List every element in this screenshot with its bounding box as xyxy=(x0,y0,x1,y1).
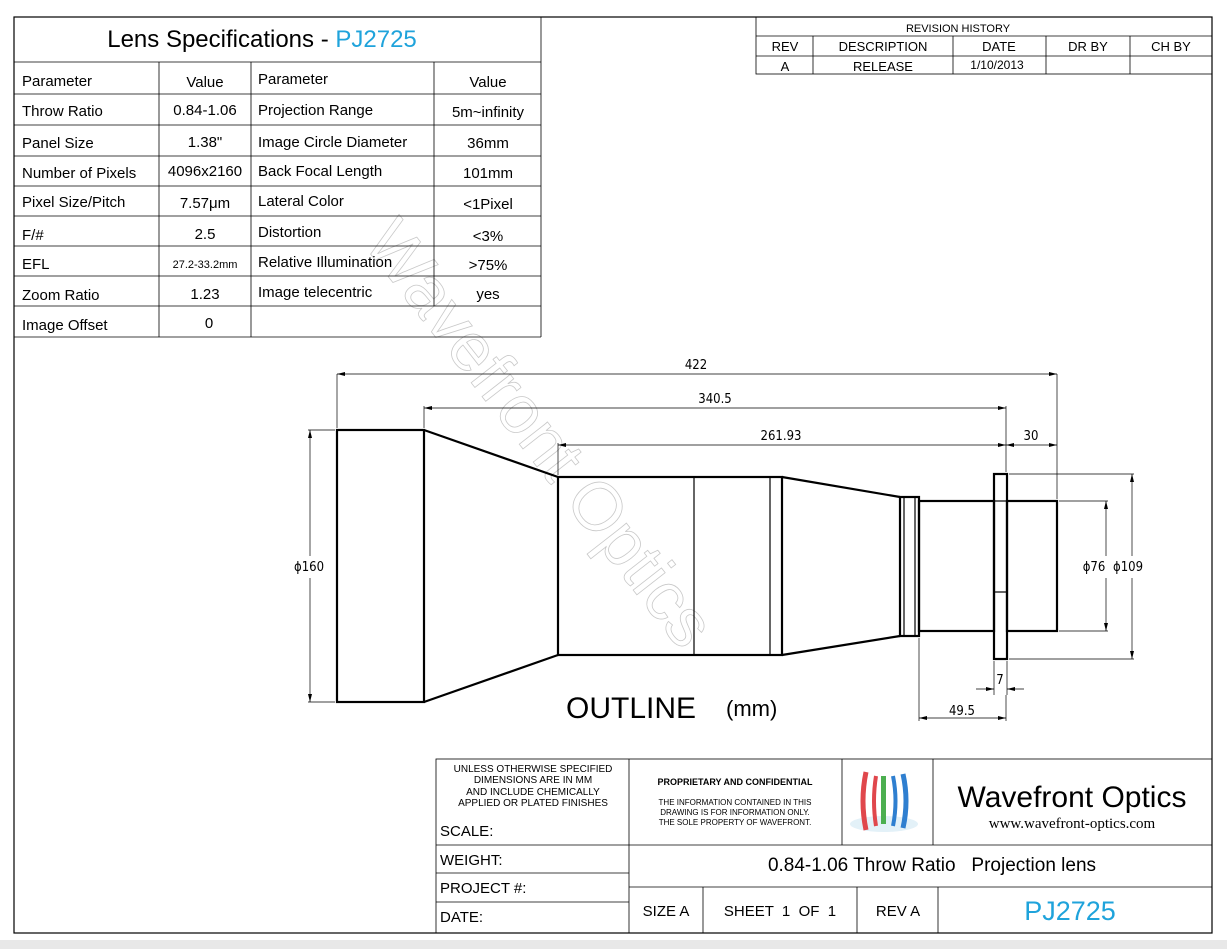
spec-row-value-a: 7.57μm xyxy=(180,195,230,212)
spec-row-value-b: 36mm xyxy=(467,135,509,152)
spec-row-value-a: 0 xyxy=(205,315,213,332)
spec-row-param-b: Image telecentric xyxy=(258,284,373,301)
watermark: Wavefront Optics xyxy=(350,205,730,662)
header-parameter-b: Parameter xyxy=(258,71,328,88)
spec-row-value-b: 101mm xyxy=(463,165,513,182)
dim-length-3: 261.93 xyxy=(761,429,802,444)
tb-size: SIZE A xyxy=(643,903,690,920)
spec-row-value-b: yes xyxy=(476,286,499,303)
dim-length-2: 340.5 xyxy=(698,392,731,407)
spec-row-param-a: Pixel Size/Pitch xyxy=(22,194,125,211)
spec-row-param-a: Zoom Ratio xyxy=(22,287,100,304)
title-block: UNLESS OTHERWISE SPECIFIED DIMENSIONS AR… xyxy=(435,758,1213,934)
revision-cell-rev: A xyxy=(781,59,790,74)
dim-overall-length: 422 xyxy=(685,358,707,373)
tb-description: 0.84-1.06 Throw Ratio Projection lens xyxy=(768,855,1096,876)
tb-proprietary-title: PROPRIETARY AND CONFIDENTIAL xyxy=(657,777,813,787)
spec-title: Lens Specifications - PJ2725 xyxy=(107,26,417,53)
spec-row-param-b: Back Focal Length xyxy=(258,163,382,180)
tb-proprietary-line: DRAWING IS FOR INFORMATION ONLY. xyxy=(660,808,810,817)
dim-flange-thickness: 7 xyxy=(996,673,1003,688)
tb-scale-label: SCALE: xyxy=(440,823,493,840)
tb-company-name: Wavefront Optics xyxy=(958,781,1187,814)
lens-outline xyxy=(335,428,1059,704)
revision-header-chby: CH BY xyxy=(1151,39,1191,54)
tb-company-website: www.wavefront-optics.com xyxy=(989,816,1156,832)
spec-row-param-b: Projection Range xyxy=(258,102,373,119)
outline-unit: (mm) xyxy=(726,696,777,721)
tb-proprietary-line: THE INFORMATION CONTAINED IN THIS xyxy=(659,798,812,807)
tb-note-line: UNLESS OTHERWISE SPECIFIED xyxy=(454,764,613,775)
watermark-text: Wavefront Optics xyxy=(350,205,729,661)
spec-row-value-a: 4096x2160 xyxy=(168,163,242,180)
spec-row-value-b: 5m~infinity xyxy=(452,104,525,121)
revision-history-table: REVISION HISTORY REV DESCRIPTION DATE DR… xyxy=(755,16,1213,75)
spec-row-param-a: EFL xyxy=(22,256,50,273)
outline-label: OUTLINE xyxy=(566,692,696,725)
revision-title: REVISION HISTORY xyxy=(906,23,1011,35)
spec-row-param-a: F/# xyxy=(22,227,44,244)
revision-cell-description: RELEASE xyxy=(853,59,913,74)
spec-row-param-a: Image Offset xyxy=(22,317,108,334)
spec-row-value-a: 27.2-33.2mm xyxy=(173,259,238,271)
tb-date-label: DATE: xyxy=(440,909,483,926)
spec-row-value-a: 2.5 xyxy=(195,226,216,243)
spec-row-param-a: Number of Pixels xyxy=(22,165,136,182)
spec-row-value-b: <1Pixel xyxy=(463,196,513,213)
revision-header-date: DATE xyxy=(982,39,1016,54)
spec-row-param-b: Lateral Color xyxy=(258,193,344,210)
header-value-a: Value xyxy=(186,74,223,91)
spec-table: Lens Specifications - PJ2725 Parameter V… xyxy=(14,17,542,338)
revision-header-description: DESCRIPTION xyxy=(839,39,928,54)
tb-sheet: SHEET 1 OF 1 xyxy=(724,903,836,920)
spec-row-value-a: 1.23 xyxy=(190,286,219,303)
dimensions: 422 340.5 261.93 30 ϕ160 ϕ76 xyxy=(294,358,1143,725)
header-value-b: Value xyxy=(469,74,506,91)
tb-project-label: PROJECT #: xyxy=(440,880,526,897)
dim-rear-diameter: ϕ76 xyxy=(1083,560,1106,575)
tb-proprietary-line: THE SOLE PROPERTY OF WAVEFRONT. xyxy=(659,818,812,827)
spec-row-value-b: >75% xyxy=(469,257,508,274)
tb-rev: REV A xyxy=(876,903,920,920)
revision-header-rev: REV xyxy=(772,39,799,54)
revision-header-drby: DR BY xyxy=(1068,39,1108,54)
dim-rear-section: 49.5 xyxy=(949,704,975,719)
spec-row-param-a: Throw Ratio xyxy=(22,103,103,120)
revision-cell-date: 1/10/2013 xyxy=(970,58,1024,72)
tb-note-line: DIMENSIONS ARE IN MM xyxy=(474,775,592,786)
tb-part-number: PJ2725 xyxy=(1024,896,1116,926)
header-parameter-a: Parameter xyxy=(22,73,92,90)
spec-row-value-b: <3% xyxy=(473,228,503,245)
dim-flange-to-end: 30 xyxy=(1024,429,1039,444)
spec-row-param-b: Distortion xyxy=(258,224,321,241)
spec-row-value-a: 0.84-1.06 xyxy=(173,102,236,119)
tb-note-line: AND INCLUDE CHEMICALLY xyxy=(466,787,600,798)
spec-row-param-a: Panel Size xyxy=(22,135,94,152)
wavefront-logo-icon xyxy=(850,771,918,832)
spec-row-param-b: Image Circle Diameter xyxy=(258,134,407,151)
tb-note-line: APPLIED OR PLATED FINISHES xyxy=(458,798,608,809)
dim-front-diameter: ϕ160 xyxy=(294,560,324,575)
spec-row-value-a: 1.38" xyxy=(188,134,223,151)
bottom-band xyxy=(0,940,1227,949)
spec-row-param-b: Relative Illumination xyxy=(258,254,392,271)
tb-weight-label: WEIGHT: xyxy=(440,852,503,869)
dim-flange-diameter: ϕ109 xyxy=(1113,560,1143,575)
